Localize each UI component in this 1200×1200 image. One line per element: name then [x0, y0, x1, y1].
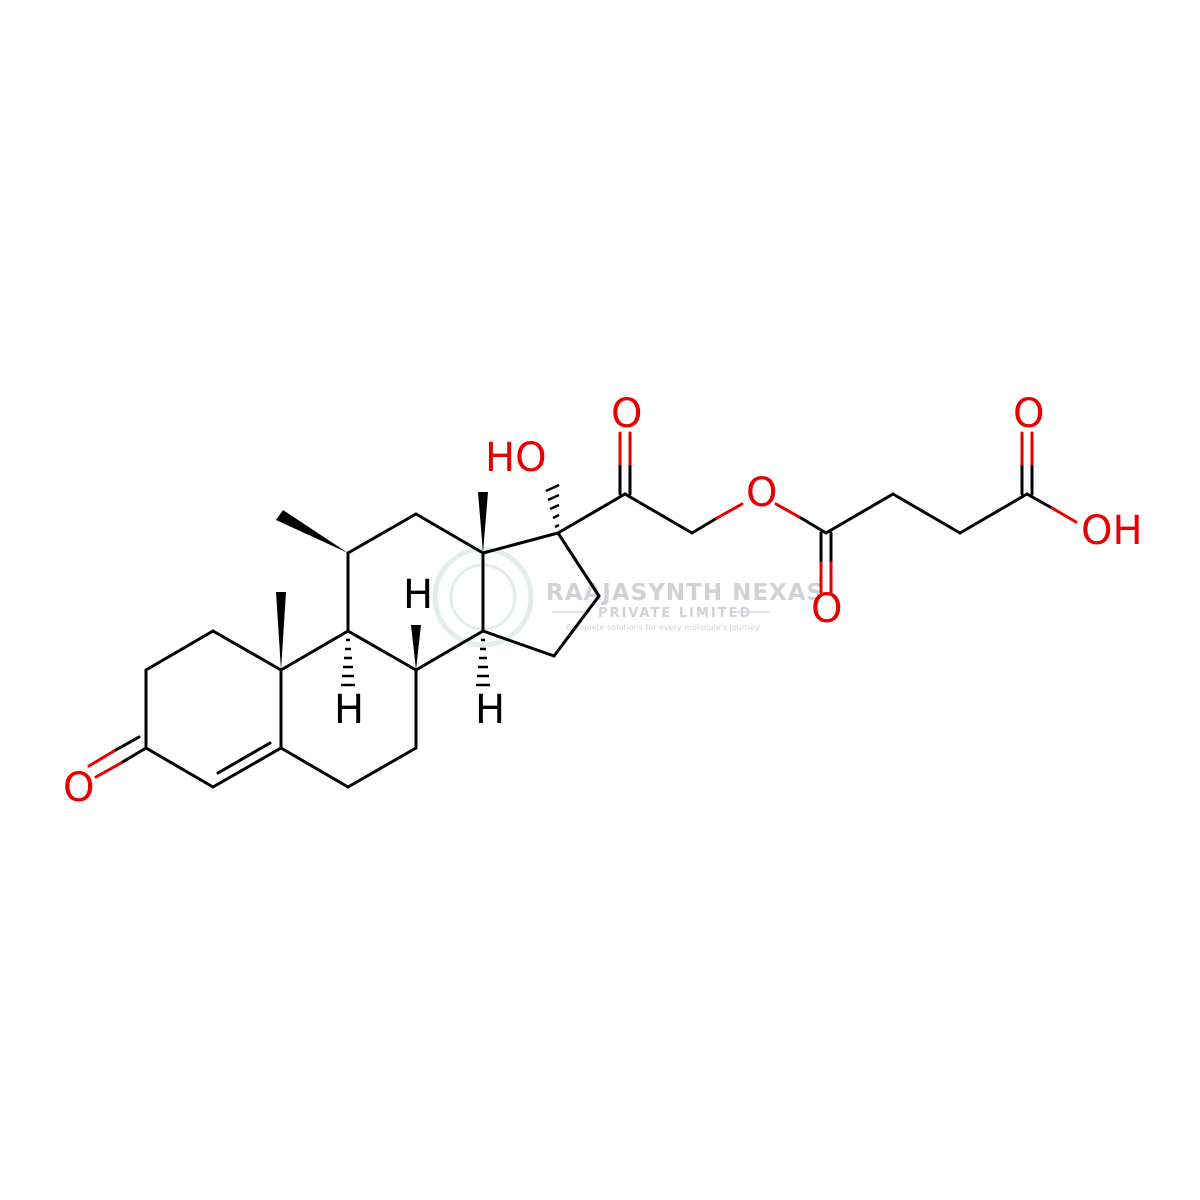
bond-o-cester: [799, 516, 828, 535]
bond-c21-o: [690, 516, 719, 535]
atom-o-ester-carbonyl: O: [811, 586, 842, 632]
ring-a: [144, 629, 283, 789]
ketone-c3: O: [63, 735, 148, 811]
atom-h-c9: H: [334, 687, 364, 733]
ester-carbonyl: O: [811, 531, 842, 632]
ring-c: [346, 512, 485, 672]
bond-c4-c5-double: [216, 741, 272, 775]
bond-c3-o-a: [119, 746, 148, 765]
bond-cb-cacid: [958, 492, 1029, 535]
bond-c12-c13: [414, 512, 485, 555]
bond-c21-o-red: [715, 502, 744, 520]
hash-c17-oh: [545, 483, 560, 529]
hash-c14-h: [476, 638, 490, 687]
bond-c10-c1: [211, 629, 283, 672]
bond-o-cester-red: [774, 502, 803, 520]
atom-oh-acid: OH: [1081, 508, 1143, 554]
bond-c8-c9: [346, 629, 418, 672]
bond-c17-c16: [556, 531, 601, 598]
succinate-chain: [824, 492, 1029, 535]
atom-o-acid-carbonyl: O: [1013, 391, 1044, 437]
bond-c15-c14: [481, 629, 556, 658]
atom-o-ester: O: [746, 470, 777, 516]
bond-c17-c20: [556, 492, 627, 535]
ring-d: [481, 531, 601, 658]
bond-ca-cb: [891, 492, 962, 535]
bond-c1-c2: [144, 629, 215, 672]
bond-cacid-oh: [1025, 492, 1054, 510]
wedge-c10-methyl: [276, 592, 286, 670]
bond-c6-c7: [346, 746, 418, 789]
carboxylic-acid: O OH: [1013, 391, 1143, 554]
atom-oh-c17: HO: [485, 435, 547, 481]
bond-c14-c8: [414, 629, 485, 672]
wedge-c8-h: [411, 625, 421, 670]
atom-o-c20: O: [611, 391, 642, 437]
ring-b: [279, 629, 418, 789]
watermark-title: RAAJASYNTH NEXAS: [546, 580, 824, 606]
bond-c13-c17: [481, 531, 560, 555]
watermark-tagline: Complete solutions for every molecule's …: [566, 623, 760, 632]
bond-cacid-oh-red: [1050, 506, 1078, 524]
bond-c3-o-a-red: [94, 761, 123, 779]
bond-c5-c6: [279, 746, 350, 789]
watermark-subtitle: PRIVATE LIMITED: [598, 606, 752, 621]
hash-c9-h: [341, 638, 355, 687]
atom-h-c8: H: [403, 572, 433, 618]
bond-c20-c21: [623, 492, 694, 535]
atom-h-c14: H: [475, 687, 505, 733]
ester-linkage: O: [623, 470, 828, 535]
wedge-c13-methyl: [478, 492, 488, 553]
atom-o-c3: O: [63, 765, 94, 811]
wedge-c11-methyl: [276, 510, 348, 553]
bond-c11-c12: [346, 512, 418, 555]
bond-c9-c10: [279, 629, 350, 672]
ketone-c20: O: [556, 391, 642, 535]
bond-c4-c5: [211, 746, 283, 789]
bond-c16-c15: [552, 594, 601, 658]
bond-cester-ca: [824, 492, 895, 535]
bond-c3-o-b: [112, 735, 141, 753]
watermark: RAAJASYNTH NEXAS PRIVATE LIMITED Complet…: [432, 546, 824, 648]
bond-c3-c4: [144, 746, 215, 789]
bond-c3-o-b-red: [87, 749, 116, 768]
